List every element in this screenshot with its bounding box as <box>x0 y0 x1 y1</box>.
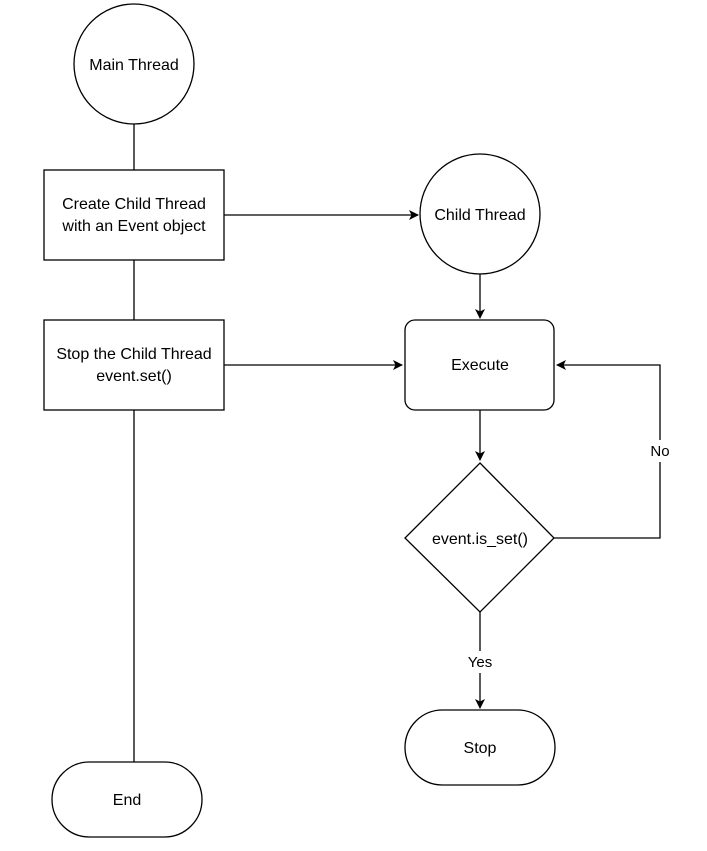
node-main-thread-label: Main Thread <box>89 57 179 74</box>
no-label-bg <box>645 440 675 462</box>
node-create-child-line2: with an Event object <box>61 218 206 235</box>
yes-label-bg <box>462 651 498 673</box>
node-is-set-label: event.is_set() <box>432 531 528 548</box>
node-end: End <box>51 761 203 838</box>
node-stop: Stop <box>404 709 556 786</box>
node-is-set-decision: event.is_set() <box>404 462 555 613</box>
node-create-child-line1: Create Child Thread <box>62 196 206 213</box>
node-child-thread-label: Child Thread <box>434 207 525 224</box>
node-stop-label: Stop <box>464 740 497 757</box>
node-stop-child: Stop the Child Thread event.set() <box>43 319 225 411</box>
edge-decision-no-loop <box>554 360 661 539</box>
node-create-child: Create Child Thread with an Event object <box>43 169 225 261</box>
node-end-label: End <box>113 792 141 809</box>
node-execute-label: Execute <box>451 357 509 374</box>
node-stop-child-line2: event.set() <box>96 368 172 385</box>
edge-label-no: No <box>650 443 669 460</box>
node-child-thread: Child Thread <box>419 153 541 275</box>
node-main-thread: Main Thread <box>73 3 195 125</box>
node-stop-child-line1: Stop the Child Thread <box>56 346 211 363</box>
node-execute: Execute <box>404 319 555 411</box>
edge-label-yes: Yes <box>468 654 492 671</box>
